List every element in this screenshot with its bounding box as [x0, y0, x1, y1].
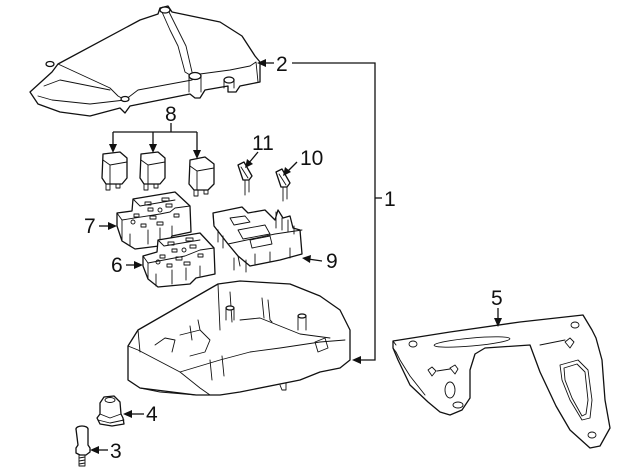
leader-2: [257, 59, 274, 67]
callout-9[interactable]: 9: [326, 250, 338, 273]
fuse-holder-lower[interactable]: [142, 232, 216, 288]
callout-5[interactable]: 5: [491, 287, 503, 310]
callout-2[interactable]: 2: [276, 53, 288, 76]
mounting-bracket[interactable]: [392, 314, 611, 449]
relay-1[interactable]: [101, 151, 128, 191]
relay-3[interactable]: [188, 156, 215, 197]
callout-7[interactable]: 7: [84, 215, 96, 238]
leader-3: [90, 446, 108, 454]
upper-cover[interactable]: [29, 5, 261, 117]
leader-10: [283, 161, 298, 176]
fuse-11[interactable]: [237, 161, 253, 196]
leader-5: [494, 308, 502, 327]
callout-8[interactable]: 8: [165, 103, 177, 126]
grommet[interactable]: [96, 395, 125, 427]
leader-7: [99, 222, 117, 230]
lower-housing[interactable]: [127, 280, 351, 396]
fuse-holder-upper[interactable]: [116, 191, 192, 250]
leader-9: [302, 255, 323, 263]
leader-4: [123, 410, 144, 418]
relay-2[interactable]: [139, 151, 166, 191]
fuse-10[interactable]: [275, 168, 291, 202]
mounting-stud[interactable]: [75, 425, 91, 467]
callout-11[interactable]: 11: [252, 132, 274, 155]
leader-11: [245, 151, 259, 168]
leader-8: [109, 123, 201, 159]
callout-3[interactable]: 3: [110, 440, 122, 463]
leader-6: [126, 261, 143, 269]
relay-carrier[interactable]: [212, 206, 303, 273]
callout-1[interactable]: 1: [384, 188, 396, 211]
callout-10[interactable]: 10: [300, 147, 323, 170]
callout-6[interactable]: 6: [111, 254, 123, 277]
leader-1: [292, 62, 382, 364]
callout-4[interactable]: 4: [146, 403, 158, 426]
